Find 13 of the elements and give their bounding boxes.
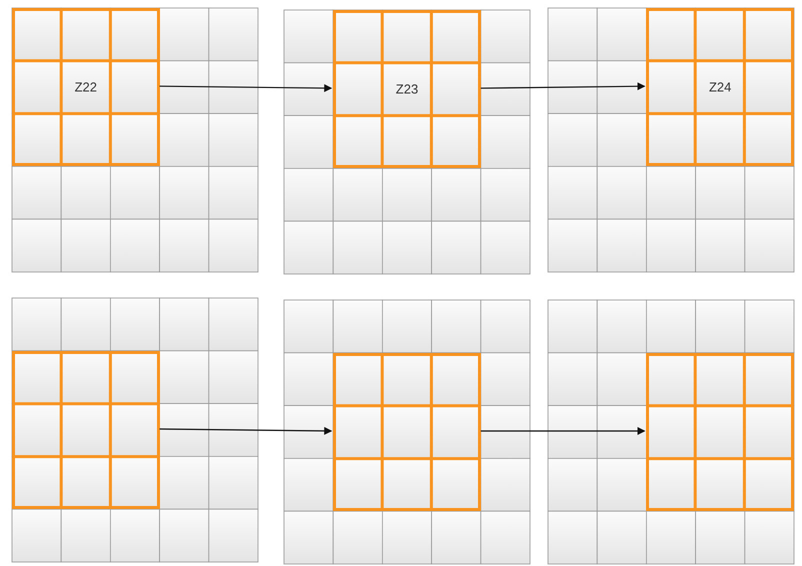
arrow — [480, 427, 646, 435]
arrow — [480, 82, 646, 90]
highlight-window — [333, 352, 481, 512]
cell-label: Z23 — [396, 82, 418, 97]
highlight-window — [333, 10, 481, 168]
arrow — [160, 426, 332, 435]
highlight-window — [12, 350, 160, 510]
highlight-window — [12, 8, 160, 166]
cell-label: Z24 — [708, 80, 732, 95]
highlight-window — [646, 352, 794, 512]
highlight-window — [646, 8, 794, 166]
cell-label: Z22 — [74, 80, 97, 95]
arrow — [160, 84, 332, 92]
